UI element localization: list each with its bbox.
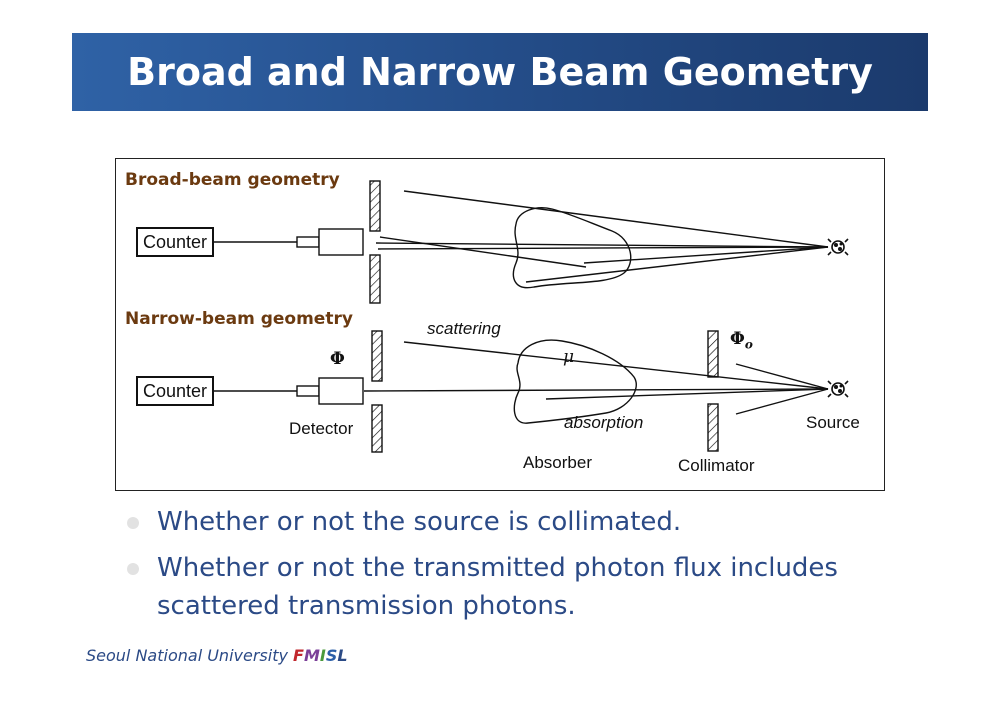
narrow-beam-label: Narrow-beam geometry bbox=[125, 309, 353, 329]
diagram-drawing bbox=[214, 180, 849, 453]
broad-detector-small bbox=[296, 236, 320, 248]
narrow-source-icon bbox=[827, 380, 849, 398]
detector-label: Detector bbox=[289, 419, 354, 438]
absorber-label: Absorber bbox=[523, 453, 592, 472]
broad-absorber bbox=[512, 207, 632, 289]
broad-beam-label: Broad-beam geometry bbox=[125, 170, 340, 190]
narrow-rays bbox=[363, 341, 829, 415]
counter-box-top: Counter bbox=[136, 227, 214, 257]
collimator-label: Collimator bbox=[678, 456, 755, 475]
broad-collimator-top bbox=[369, 180, 381, 232]
bullet-list: Whether or not the source is collimated.… bbox=[125, 503, 925, 633]
broad-detector bbox=[318, 228, 364, 256]
source-collimator-bottom bbox=[707, 403, 719, 452]
narrow-collimator-top bbox=[371, 330, 383, 382]
broad-rays bbox=[375, 190, 829, 283]
broad-collimator-bottom bbox=[369, 254, 381, 304]
narrow-detector bbox=[318, 377, 364, 405]
phi-o-label: Φo bbox=[730, 329, 753, 352]
source-collimator-top bbox=[707, 330, 719, 378]
narrow-absorber bbox=[513, 339, 637, 424]
footer: Seoul National University FMISL bbox=[86, 646, 348, 665]
mu-label: μ bbox=[563, 347, 575, 367]
slide-title: Broad and Narrow Beam Geometry bbox=[127, 50, 873, 94]
narrow-collimator-bottom bbox=[371, 404, 383, 453]
phi-label: Φ bbox=[330, 349, 345, 369]
narrow-detector-small bbox=[296, 385, 320, 397]
bullet-dot-icon bbox=[127, 563, 139, 575]
bullet-item: Whether or not the transmitted photon fl… bbox=[125, 549, 925, 625]
title-bar: Broad and Narrow Beam Geometry bbox=[72, 33, 928, 111]
beam-geometry-diagram: Broad-beam geometry Narrow-beam geometry… bbox=[115, 158, 885, 491]
counter-box-bottom: Counter bbox=[136, 376, 214, 406]
bullet-dot-icon bbox=[127, 517, 139, 529]
bullet-item: Whether or not the source is collimated. bbox=[125, 503, 925, 541]
scattering-label: scattering bbox=[427, 319, 501, 338]
university-name: Seoul National University bbox=[86, 646, 288, 665]
broad-source-icon bbox=[827, 238, 849, 256]
absorption-label: absorption bbox=[564, 413, 644, 432]
source-label: Source bbox=[806, 413, 860, 432]
lab-logo: FMISL bbox=[293, 646, 348, 665]
